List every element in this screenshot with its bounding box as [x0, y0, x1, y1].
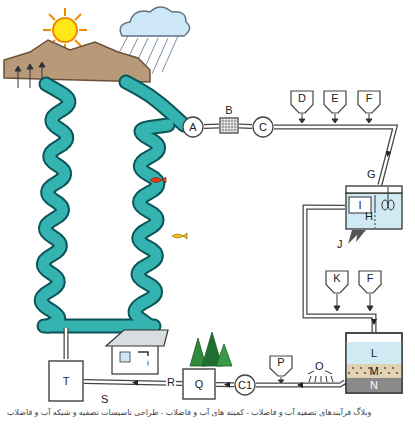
callout-letter: S — [100, 393, 109, 405]
callout-letter: O — [314, 360, 325, 372]
trees — [190, 332, 232, 366]
node-letter: T — [63, 375, 70, 387]
pipe-connector — [239, 125, 252, 127]
process-box: T — [48, 360, 84, 402]
process-circle: A — [182, 116, 204, 138]
node-letter: F — [366, 92, 373, 104]
node-outline — [345, 185, 403, 230]
filter-tank: LMN — [345, 332, 403, 394]
node-letter: K — [333, 272, 340, 284]
house — [106, 330, 168, 374]
node-letter: C1 — [238, 379, 252, 391]
chemical-hopper: P — [269, 355, 293, 377]
chemical-hopper: K — [325, 270, 349, 294]
intake-pipe — [66, 328, 67, 359]
node-letter: L — [371, 347, 377, 359]
chemical-hopper: E — [323, 90, 347, 114]
rivers — [41, 82, 184, 326]
node-letter: D — [298, 92, 306, 104]
node-letter: P — [277, 356, 284, 368]
callout-letter: G — [366, 168, 377, 180]
node-letter: F — [367, 272, 374, 284]
pipe-connector — [274, 127, 395, 185]
pipe-connector — [216, 384, 234, 385]
node-letter: C — [259, 121, 267, 133]
pipe-connector — [204, 125, 219, 127]
process-box: Q — [182, 368, 216, 400]
sludge-outlet — [348, 230, 366, 244]
node-letter: Q — [195, 378, 204, 390]
process-circle: C1 — [234, 374, 256, 396]
node-letter: N — [370, 379, 378, 391]
chemical-hopper: F — [358, 270, 382, 294]
node-letter: A — [189, 121, 196, 133]
pipe-connector — [256, 382, 345, 385]
node-letter: E — [331, 92, 338, 104]
screen-box: B — [219, 117, 239, 134]
node-outline — [219, 117, 239, 134]
node-letter: M — [369, 365, 378, 377]
node-letter: B — [225, 104, 232, 116]
chemical-hopper: F — [357, 90, 381, 114]
process-circle: C — [252, 116, 274, 138]
node-letter: I — [358, 199, 361, 211]
callout-letter: R — [166, 376, 176, 388]
settling-tank: I — [345, 185, 403, 230]
chemical-hopper: D — [290, 90, 314, 114]
watermark: وبلاگ فرآیندهای تصفیه آب و فاضلاب - کمیت… — [6, 409, 372, 418]
callout-letter: J — [336, 238, 344, 250]
callout-letter: H — [364, 210, 374, 222]
fish — [150, 177, 187, 239]
